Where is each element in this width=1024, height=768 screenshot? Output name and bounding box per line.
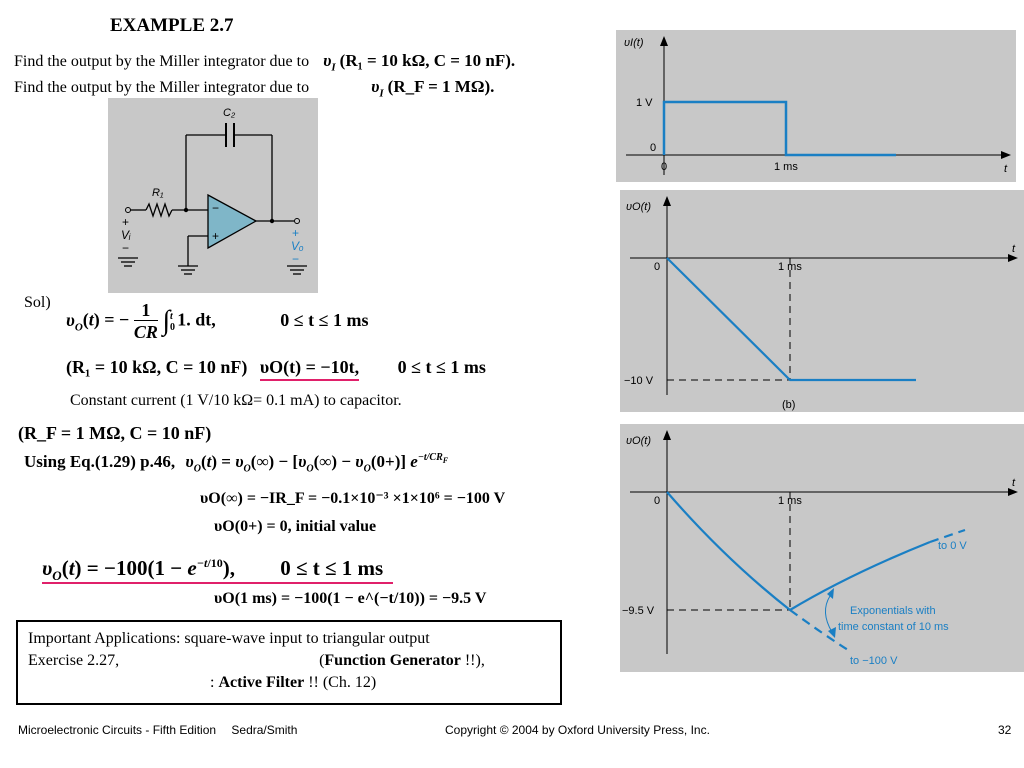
footer-book: Microelectronic Circuits - Fifth Edition…: [18, 723, 297, 737]
output-ramp-panel: υO(t) t 0 1 ms −10 V (b): [620, 190, 1024, 412]
note-function-generator: Function Generator: [324, 652, 461, 669]
lead-line-2: Find the output by the Miller integrator…: [14, 77, 494, 99]
exp-decay-trace: [666, 491, 791, 611]
miller-integrator-schematic: C₂ R₁ − + + Vᵢ − + Vₒ −: [118, 107, 307, 275]
case2-params: (R_F = 1 MΩ).: [387, 77, 495, 96]
equation-general: Using Eq.(1.29) p.46, υO(t) = υO(∞) − [υ…: [24, 452, 449, 475]
footer-book-title: Microelectronic Circuits - Fifth Edition: [18, 723, 217, 737]
exp-to-zero: to 0 V: [938, 540, 967, 552]
final-range: 0 ≤ t ≤ 1 ms: [280, 556, 384, 580]
exp-ylabel: υO(t): [626, 435, 651, 447]
case1-params: (R₁ = 10 kΩ, C = 10 nF).: [339, 51, 516, 70]
note-line-3: : Active Filter !! (Ch. 12): [28, 672, 550, 694]
note-af-tail: !! (Ch. 12): [304, 674, 377, 691]
eq-inf: υO(∞) = −IR_F = −0.1×10⁻³ ×1×10⁶ = −100 …: [200, 490, 506, 507]
resistor-r1: [145, 201, 173, 219]
opamp-triangle: [207, 193, 258, 250]
constant-current-note: Constant current (1 V/10 kΩ= 0.1 mA) to …: [70, 392, 402, 409]
output-exponential-panel: υO(t) t 0 1 ms −9.5 V to 0 V Exponential…: [620, 424, 1024, 672]
eq2-cond: (R₁ = 10 kΩ, C = 10 nF): [66, 357, 248, 377]
eq1-range: 0 ≤ t ≤ 1 ms: [280, 309, 369, 330]
ramp-ylabel: υO(t): [626, 201, 651, 213]
input-x-tick: 1 ms: [774, 161, 798, 173]
vi-minus: −: [122, 241, 129, 255]
vo-plus: +: [292, 226, 299, 240]
eq1-rhs: 1. dt,: [177, 309, 216, 330]
input-waveform-graph: υI(t) t 1 V 0 0 1 ms: [624, 36, 1011, 175]
applications-note: Important Applications: square-wave inpu…: [16, 620, 562, 705]
exp-xlabel: t: [1012, 477, 1016, 489]
exp-continuation-trace: [789, 609, 849, 651]
note-active-filter: Active Filter: [218, 674, 305, 691]
note-line-2: Exercise 2.27, (Function Generator !!),: [28, 652, 485, 669]
cap-label: C₂: [223, 107, 236, 119]
lead-text: Find the output by the Miller integrator…: [14, 79, 310, 96]
vo-label: Vₒ: [291, 239, 304, 253]
ramp-x-tick: 1 ms: [778, 261, 802, 273]
vi-label: Vᵢ: [121, 228, 131, 242]
input-ylabel: υI(t): [624, 37, 644, 49]
final-equation: υO(t) = −100(1 − e−t/10), 0 ≤ t ≤ 1 ms: [42, 556, 394, 584]
page-number: 32: [998, 723, 1012, 737]
output-ramp-graph: υO(t) t 0 1 ms −10 V (b): [624, 196, 1018, 411]
note-exercise: Exercise 2.27,: [28, 652, 120, 669]
slide-title: EXAMPLE 2.7: [110, 15, 234, 36]
input-y-tick: 1 V: [636, 97, 653, 109]
eq-1ms: υO(1 ms) = −100(1 − e^(−t/10)) = −9.5 V: [214, 590, 487, 607]
exp-note-2: time constant of 10 ms: [838, 621, 949, 633]
input-symbol: υI: [323, 51, 336, 74]
lead-line-1: Find the output by the Miller integrator…: [14, 51, 515, 73]
output-exponential-graph: υO(t) t 0 1 ms −9.5 V to 0 V Exponential…: [622, 430, 1018, 667]
res-label: R₁: [152, 187, 164, 199]
vo-minus: −: [292, 252, 299, 266]
exp-to-minus100: to −100 V: [850, 655, 898, 667]
footer-copyright: Copyright © 2004 by Oxford University Pr…: [445, 723, 710, 737]
exp-origin: 0: [654, 495, 660, 507]
ramp-caption: (b): [782, 399, 795, 411]
equation-2: (R₁ = 10 kΩ, C = 10 nF) υO(t) = −10t, 0 …: [66, 357, 486, 381]
input-xlabel: t: [1004, 163, 1008, 175]
vi-plus: +: [122, 215, 129, 229]
exp-recovery-trace: [789, 540, 931, 611]
eq2-result: υO(t) = −10t,: [259, 357, 360, 381]
sol-label: Sol): [24, 294, 51, 311]
note-fg-tail: !!),: [460, 652, 485, 669]
lead-text: Find the output by the Miller integrator…: [14, 53, 310, 70]
ramp-y-tick: −10 V: [624, 375, 654, 387]
ramp-origin: 0: [654, 261, 660, 273]
input-origin-y: 0: [650, 142, 656, 154]
opamp-plus: +: [212, 229, 219, 243]
opamp-minus: −: [212, 201, 219, 215]
note-line-1: Important Applications: square-wave inpu…: [28, 630, 430, 647]
input-origin-x: 0: [661, 161, 667, 173]
exp-note-1: Exponentials with: [850, 605, 936, 617]
output-ramp-trace: [666, 257, 916, 382]
eq-zero: υO(0+) = 0, initial value: [214, 518, 377, 535]
exp-y-tick: −9.5 V: [622, 605, 655, 617]
circuit-panel: C₂ R₁ − + + Vᵢ − + Vₒ −: [108, 98, 318, 293]
using-eq: Using Eq.(1.29) p.46,: [24, 452, 176, 471]
exp-x-tick: 1 ms: [778, 495, 802, 507]
input-waveform-panel: υI(t) t 1 V 0 0 1 ms: [616, 30, 1016, 182]
eq2-range: 0 ≤ t ≤ 1 ms: [397, 357, 486, 377]
case3-cond: (R_F = 1 MΩ, C = 10 nF): [18, 423, 212, 443]
ramp-xlabel: t: [1012, 243, 1016, 255]
footer-authors: Sedra/Smith: [231, 723, 298, 737]
input-symbol: υI: [371, 77, 384, 100]
input-pulse-trace: [662, 100, 896, 157]
note-prefix: :: [210, 674, 219, 691]
